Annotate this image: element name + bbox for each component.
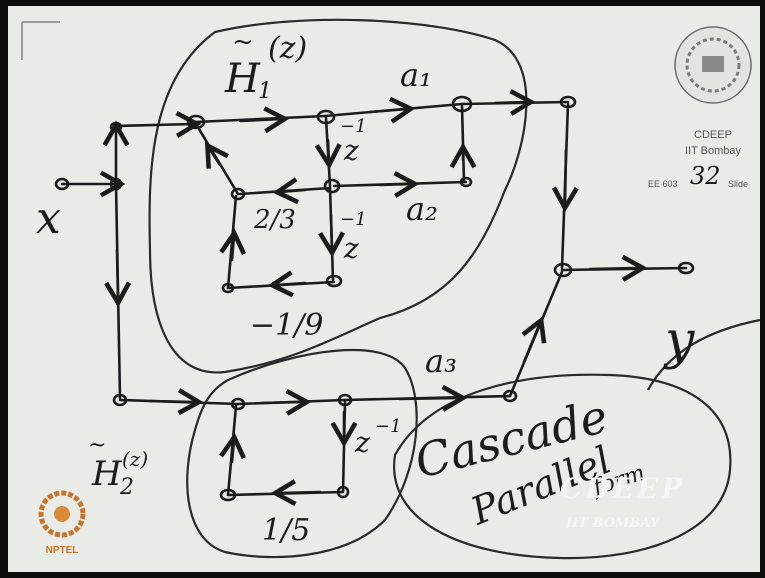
edge-lower-2-arrow [262,402,304,403]
coef-a1: a₁ [400,56,432,94]
cdeep-text: CDEEP [694,129,732,141]
delay-1-base: z [343,134,359,167]
h1-subscript: 1 [258,79,272,104]
delay-2-base: z [343,232,359,265]
nptel-text: NPTEL [46,545,79,556]
coef-a2: a₂ [406,190,438,228]
coef-a3: a₃ [425,342,457,380]
edge-down-arrow [117,250,118,300]
edge-lower-3-arrow [400,398,460,399]
iit-bombay-text: IIT Bombay [685,145,742,157]
edge-output-arrow [590,268,640,269]
h2-subscript: 2 [119,475,134,500]
h1-label: H [224,56,261,102]
coef-two-thirds: 2/3 [253,205,296,235]
edge-h2-fb-arrow [278,492,320,493]
coef-neg-one-ninth: −1/9 [250,308,323,343]
delay-2-exp: −1 [340,209,367,230]
delay-3-exp: −1 [375,416,402,437]
delay-1-exp: −1 [340,116,367,137]
edge-delay-1-arrow [328,140,329,162]
coef-one-fifth: 1/5 [262,513,310,548]
slide-number: 32 [690,162,721,190]
h2-argument: (z) [122,447,148,471]
edge-lower-1-arrow [150,401,196,402]
edge-right-down-arrow [565,150,566,205]
h2-label: H [91,454,123,494]
iitb-emblem-book [702,56,724,72]
nptel-wheel-center [54,506,70,522]
edge-delay-2-arrow [331,215,332,250]
slide-word: Slide [728,179,748,189]
h1-tilde: ~ [232,27,254,57]
output-label: y [663,311,695,371]
h1-argument: (z) [268,31,307,66]
edge-a2-arrow [380,184,412,185]
input-label: x [36,193,61,244]
delay-3-base: z [354,426,370,459]
watermark-iit-bombay: IIT BOMBAY [565,516,661,531]
watermark-cdeep: CDEEP [560,472,685,505]
course-text: EE 603 [648,179,678,189]
edge-h1-top-3a [495,102,528,103]
